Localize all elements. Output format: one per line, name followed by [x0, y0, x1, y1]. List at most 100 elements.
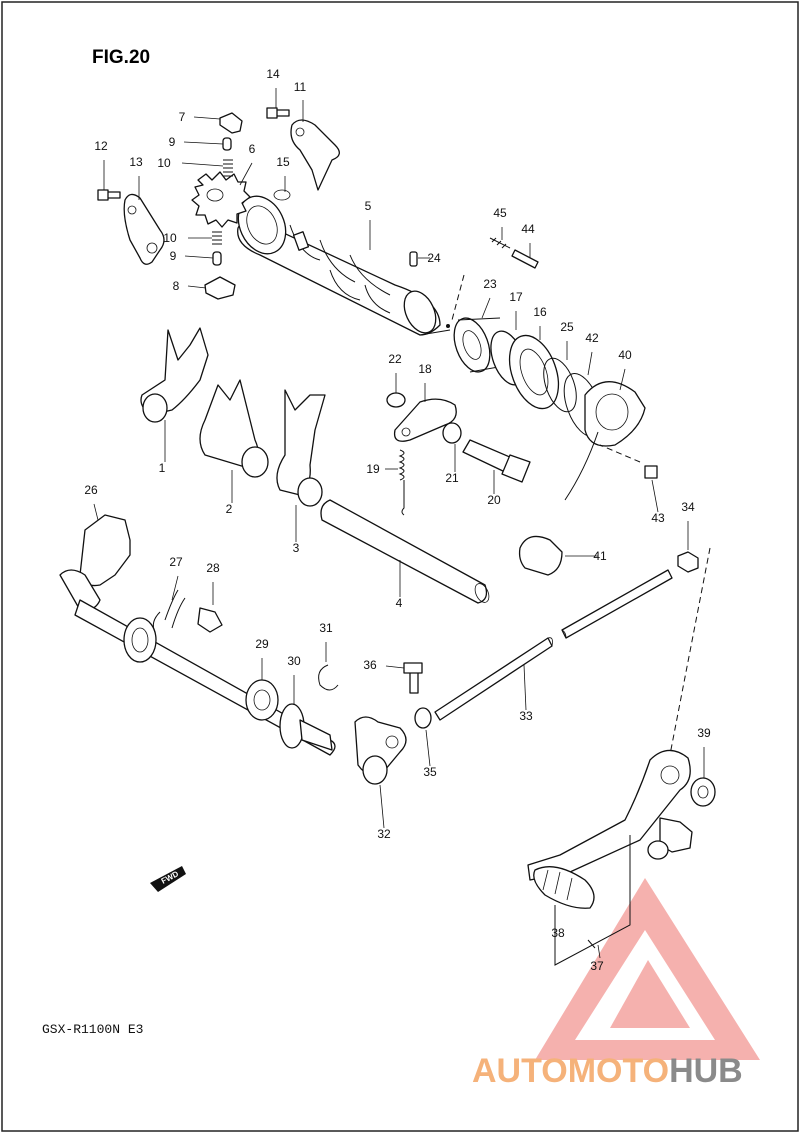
callout-label-18: 18 — [418, 362, 432, 376]
part-bearing-16 — [508, 334, 560, 410]
part-cam-driven-gear — [191, 171, 251, 228]
callout-label-42: 42 — [585, 331, 599, 345]
callout-label-4: 4 — [396, 596, 403, 610]
part-shift-fork-1 — [140, 327, 209, 423]
part-pin-upper — [222, 137, 232, 151]
part-bearing-23 — [453, 317, 511, 373]
callout-label-31: 31 — [319, 621, 333, 635]
callout-label-41: 41 — [593, 549, 607, 563]
callout-label-15: 15 — [276, 155, 290, 169]
callout-label-35: 35 — [423, 765, 437, 779]
callout-label-43: 43 — [651, 511, 665, 525]
callout-label-1: 1 — [159, 461, 166, 475]
part-spring-19 — [398, 449, 405, 516]
callout-label-33: 33 — [519, 709, 533, 723]
leader-line-33 — [523, 664, 527, 711]
callout-label-23: 23 — [483, 277, 497, 291]
part-cam-guide-plate — [290, 119, 340, 191]
callout-label-27: 27 — [169, 555, 183, 569]
leader-line-35 — [425, 729, 431, 767]
callout-label-10: 10 — [163, 231, 177, 245]
figure-title: FIG.20 — [92, 47, 150, 68]
watermark-brand-part2: HUB — [669, 1052, 743, 1090]
callout-label-20: 20 — [487, 493, 501, 507]
leader-line-6 — [239, 162, 253, 186]
callout-labels: 1234567899101011121314151617181920212223… — [84, 67, 711, 973]
callout-label-34: 34 — [681, 500, 695, 514]
part-nut-35 — [414, 707, 432, 729]
leader-line-36 — [385, 665, 405, 669]
part-shift-lever-37 — [527, 749, 693, 881]
callout-label-44: 44 — [521, 222, 535, 236]
callout-label-28: 28 — [206, 561, 220, 575]
callout-label-25: 25 — [560, 320, 574, 334]
callout-label-37: 37 — [590, 959, 604, 973]
model-code: GSX-R1100N E3 — [42, 1022, 143, 1037]
part-pin-44 — [511, 249, 539, 269]
callout-label-13: 13 — [129, 155, 143, 169]
leader-line-27 — [171, 575, 179, 601]
leader-line-37 — [597, 944, 601, 959]
callout-label-26: 26 — [84, 483, 98, 497]
part-gearshift-cam — [237, 195, 451, 336]
watermark-brand-part1: AUTOMOTO — [472, 1052, 669, 1090]
part-cam-bearing — [273, 189, 291, 201]
part-pin-lower — [212, 251, 222, 266]
leader-line-32 — [379, 784, 385, 829]
callout-label-16: 16 — [533, 305, 547, 319]
part-shift-fork-2 — [199, 379, 269, 478]
callout-label-40: 40 — [618, 348, 632, 362]
part-bolt-28 — [197, 607, 223, 633]
callout-label-36: 36 — [363, 658, 377, 672]
part-nut-34 — [677, 551, 699, 573]
part-stopper — [219, 112, 243, 134]
callout-label-11: 11 — [294, 80, 307, 94]
part-circlip-25 — [543, 357, 577, 413]
callout-label-2: 2 — [226, 502, 233, 516]
leader-line-9 — [184, 255, 214, 259]
part-pawl-lifter — [204, 276, 236, 300]
callout-label-12: 12 — [94, 139, 108, 153]
callout-label-30: 30 — [287, 654, 301, 668]
leader-line-7 — [193, 116, 221, 120]
fwd-direction-arrow: FWD — [150, 866, 186, 892]
part-bolt-14 — [266, 107, 290, 119]
part-shift-rod-33 — [434, 569, 673, 721]
part-washer-30 — [279, 703, 333, 751]
part-oil-seal-29 — [245, 679, 279, 721]
leader-line-23 — [481, 297, 491, 319]
part-clip-31 — [318, 664, 339, 691]
callout-label-22: 22 — [388, 352, 402, 366]
watermark-triangle — [535, 878, 760, 1060]
callout-label-5: 5 — [365, 199, 372, 213]
leader-line-40 — [619, 368, 626, 391]
callout-label-39: 39 — [697, 726, 711, 740]
leader-line-10 — [181, 162, 224, 167]
part-bolt-12 — [97, 189, 121, 201]
part-link-arm-32 — [354, 716, 407, 785]
callout-label-45: 45 — [493, 206, 507, 220]
callout-label-24: 24 — [427, 251, 441, 265]
part-cushion-41 — [518, 535, 563, 576]
leader-lines — [93, 88, 705, 959]
part-washer-21 — [442, 422, 462, 444]
callout-bracket-37-38 — [554, 835, 631, 966]
callout-label-17: 17 — [509, 290, 523, 304]
part-washer-39 — [690, 777, 716, 807]
callout-label-38: 38 — [551, 926, 565, 940]
callout-label-10: 10 — [157, 156, 171, 170]
watermark-brand-text: AUTOMOTOHUB — [472, 1052, 743, 1090]
part-spring-lower — [212, 231, 222, 245]
callout-label-19: 19 — [366, 462, 380, 476]
callout-label-8: 8 — [173, 279, 180, 293]
part-bolt-20 — [462, 439, 531, 483]
callout-label-7: 7 — [179, 110, 186, 124]
leader-line-8 — [187, 285, 207, 289]
callout-label-3: 3 — [293, 541, 300, 555]
callout-label-32: 32 — [377, 827, 391, 841]
part-spring-upper — [223, 159, 233, 177]
part-shift-rubber-38 — [533, 866, 595, 909]
leader-line-26 — [93, 503, 99, 521]
part-e-clip-22 — [386, 392, 406, 408]
